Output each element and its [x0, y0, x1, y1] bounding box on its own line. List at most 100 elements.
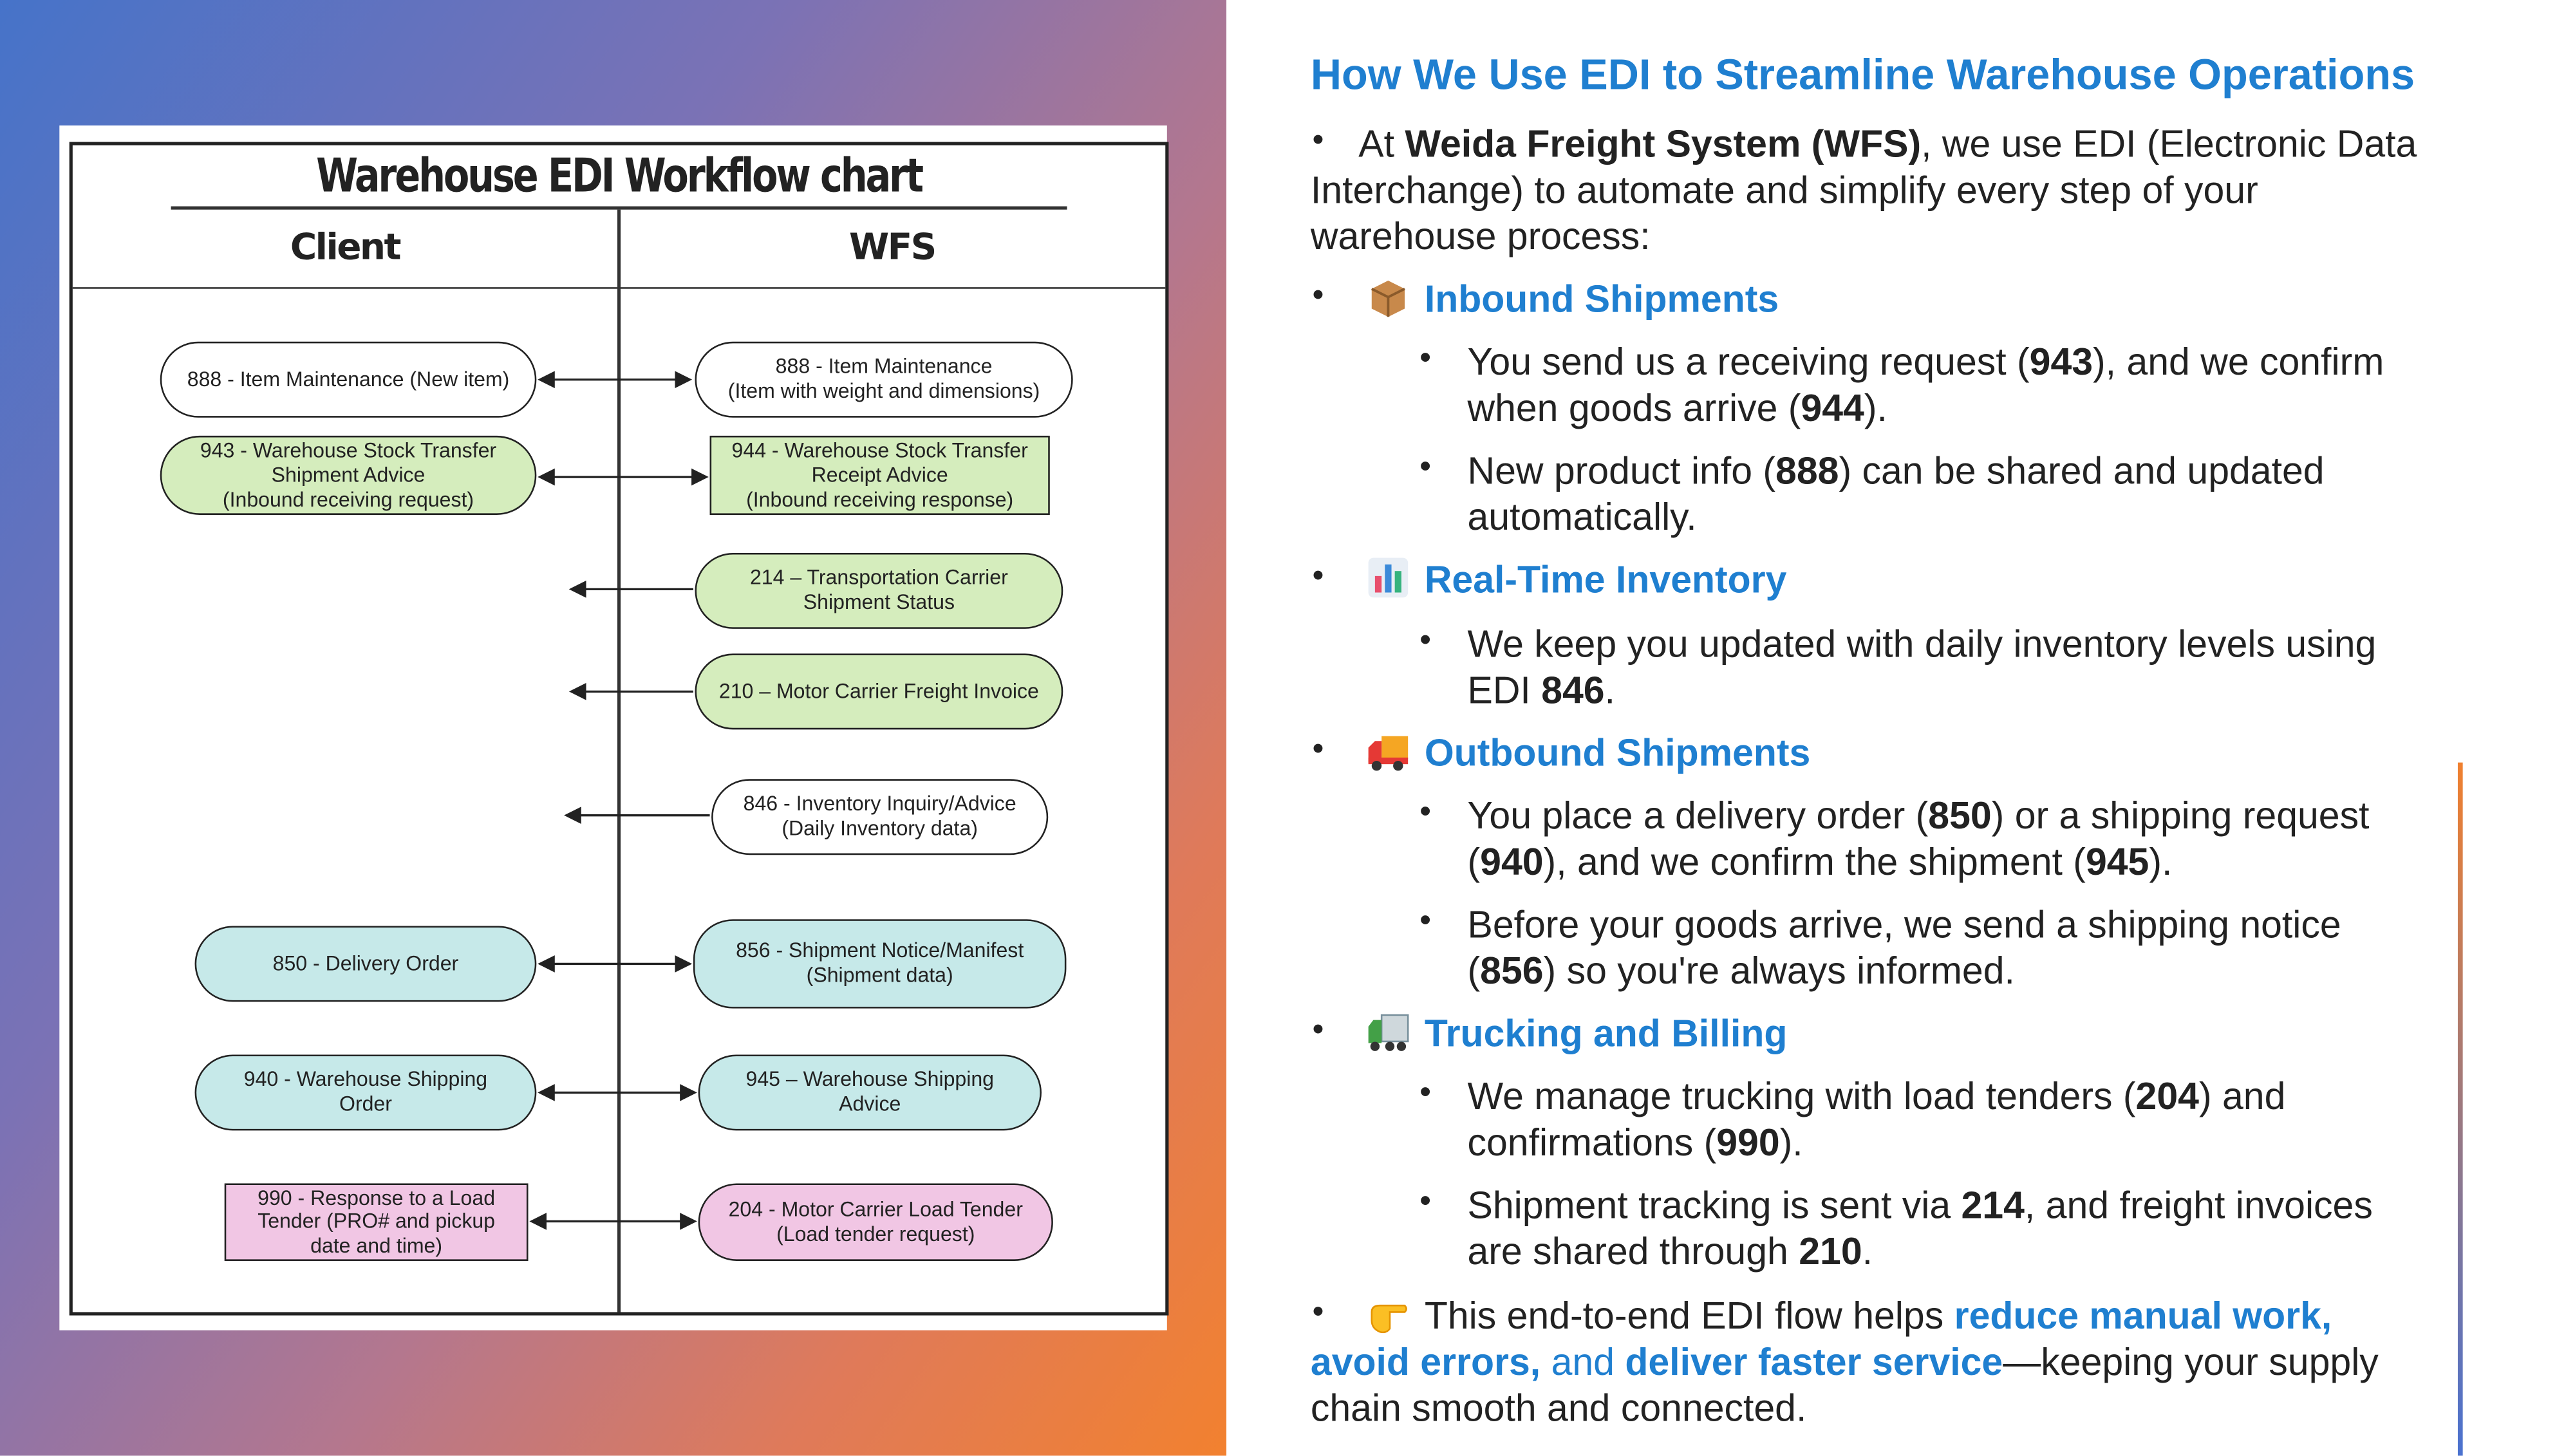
- box-text: 990 - Response to a Load: [258, 1186, 496, 1209]
- inbound-item-2-line-1: New product info (888) can be shared and…: [1467, 447, 2324, 494]
- text: , and freight invoices: [2024, 1183, 2373, 1227]
- column-header-wfs: WFS: [619, 210, 1166, 289]
- inbound-item-1-line-2: when goods arrive (944).: [1467, 384, 1887, 431]
- bullet: •: [1312, 1011, 1324, 1049]
- inventory-item-1-line-1: We keep you updated with daily inventory…: [1467, 622, 2377, 666]
- text: ).: [1779, 1121, 1803, 1164]
- edi-code: 210: [1799, 1229, 1862, 1273]
- box-204: 204 - Motor Carrier Load Tender(Load ten…: [698, 1183, 1053, 1261]
- section-title-inventory: Real-Time Inventory: [1424, 557, 1787, 601]
- section-title-inbound: Inbound Shipments: [1424, 277, 1779, 321]
- box-text: 940 - Warehouse Shipping: [243, 1067, 488, 1091]
- trucking-item-1-line-1: We manage trucking with load tenders (20…: [1467, 1073, 2285, 1119]
- text: —keeping your supply: [2003, 1340, 2379, 1383]
- lane-divider: [617, 209, 620, 1312]
- box-846: 846 - Inventory Inquiry/Advice(Daily Inv…: [711, 779, 1049, 855]
- box-text: 214 – Transportation Carrier: [749, 566, 1008, 590]
- package-icon: [1371, 280, 1405, 317]
- box-text: Shipment Status: [803, 590, 955, 614]
- box-text: 204 - Motor Carrier Load Tender: [728, 1197, 1023, 1221]
- outbound-item-1-line-1: You place a delivery order (850) or a sh…: [1467, 792, 2369, 839]
- edi-code: 856: [1480, 949, 1544, 993]
- bullet: •: [1312, 277, 1324, 314]
- highlight: avoid errors,: [1310, 1340, 1541, 1383]
- intro-line-2: Interchange) to automate and simplify ev…: [1310, 168, 2258, 212]
- box-850: 850 - Delivery Order: [194, 926, 537, 1002]
- text: .: [1604, 668, 1615, 712]
- bullet: •: [1312, 557, 1324, 595]
- edi-code: 846: [1541, 668, 1605, 712]
- text: and: [1540, 1340, 1625, 1383]
- box-text: 846 - Inventory Inquiry/Advice: [743, 792, 1016, 816]
- column-header-client: Client: [72, 210, 617, 289]
- intro-line-3: warehouse process:: [1310, 214, 1651, 257]
- pointing-hand-icon: [1371, 1304, 1407, 1334]
- box-text: (Shipment data): [806, 964, 953, 987]
- bullet: •: [1312, 731, 1324, 768]
- edi-code: 214: [1961, 1183, 2025, 1227]
- box-text: 888 - Item Maintenance: [775, 355, 993, 378]
- trucking-item-1-line-2: confirmations (990).: [1467, 1119, 1803, 1165]
- box-text: Shipment Advice: [271, 463, 426, 487]
- trucking-item-2-line-2: are shared through 210.: [1467, 1228, 1873, 1274]
- box-text: 856 - Shipment Notice/Manifest: [736, 938, 1024, 962]
- box-text: 850 - Delivery Order: [272, 951, 459, 975]
- text: , we use EDI (Electronic Data: [1921, 122, 2417, 165]
- text: ) can be shared and updated: [1839, 449, 2325, 492]
- box-text: (Item with weight and dimensions): [727, 379, 1040, 403]
- inbound-item-2-line-2: automatically.: [1467, 495, 1697, 538]
- outbound-item-2-line-1: Before your goods arrive, we send a ship…: [1467, 902, 2341, 946]
- left-gradient-panel: Warehouse EDI Workflow chart Client WFS …: [0, 0, 1227, 1456]
- bullet: •: [1419, 1183, 1432, 1220]
- accent-line: [2457, 762, 2463, 1456]
- text: At: [1358, 122, 1405, 165]
- edi-code: 850: [1928, 794, 1992, 837]
- text: We manage trucking with load tenders (: [1467, 1074, 2136, 1117]
- bullet: •: [1312, 1294, 1324, 1330]
- text: (: [1467, 949, 1481, 993]
- text: are shared through: [1467, 1229, 1799, 1273]
- text: (: [1467, 840, 1481, 883]
- bullet: •: [1312, 122, 1324, 159]
- text: .: [1862, 1229, 1873, 1273]
- box-text: 888 - Item Maintenance (New item): [187, 367, 510, 391]
- bullet: •: [1419, 622, 1432, 659]
- outbound-item-2-line-2: (856) so you're always informed.: [1467, 947, 2014, 994]
- bar-chart-icon: [1368, 557, 1409, 598]
- bullet: •: [1419, 340, 1432, 377]
- edi-code: 943: [2029, 340, 2093, 383]
- highlight: reduce manual work,: [1954, 1294, 2332, 1337]
- intro-line-1: At Weida Freight System (WFS), we use ED…: [1358, 120, 2417, 167]
- text: ) and: [2198, 1074, 2286, 1117]
- edi-code: 204: [2135, 1074, 2199, 1117]
- edi-code: 945: [2085, 840, 2149, 883]
- box-text: Tender (PRO# and pickup: [258, 1210, 496, 1234]
- text: confirmations (: [1467, 1121, 1717, 1164]
- text: Shipment tracking is sent via: [1467, 1183, 1962, 1227]
- inventory-item-1-line-2: EDI 846.: [1467, 667, 1615, 713]
- edi-code: 990: [1716, 1121, 1780, 1164]
- box-text: Receipt Advice: [811, 463, 948, 487]
- bullet: •: [1419, 1074, 1432, 1111]
- company-name: Weida Freight System (WFS): [1405, 122, 1922, 165]
- trucking-item-2-line-1: Shipment tracking is sent via 214, and f…: [1467, 1182, 2372, 1228]
- box-text: 943 - Warehouse Stock Transfer: [200, 438, 497, 462]
- box-888-client: 888 - Item Maintenance (New item): [160, 341, 537, 418]
- box-text: date and time): [310, 1234, 443, 1258]
- highlight: deliver faster service: [1625, 1340, 2003, 1383]
- bullet: •: [1419, 902, 1432, 939]
- closing-line-3: chain smooth and connected.: [1310, 1386, 1807, 1430]
- box-text: (Load tender request): [776, 1222, 975, 1246]
- text: ) or a shipping request: [1991, 794, 2370, 837]
- text: ), and we confirm the shipment (: [1543, 840, 2086, 883]
- box-210: 210 – Motor Carrier Freight Invoice: [695, 653, 1063, 730]
- flow-arrows: [529, 371, 710, 1230]
- bullet: •: [1419, 449, 1432, 485]
- chart-title: Warehouse EDI Workflow chart: [171, 145, 1067, 210]
